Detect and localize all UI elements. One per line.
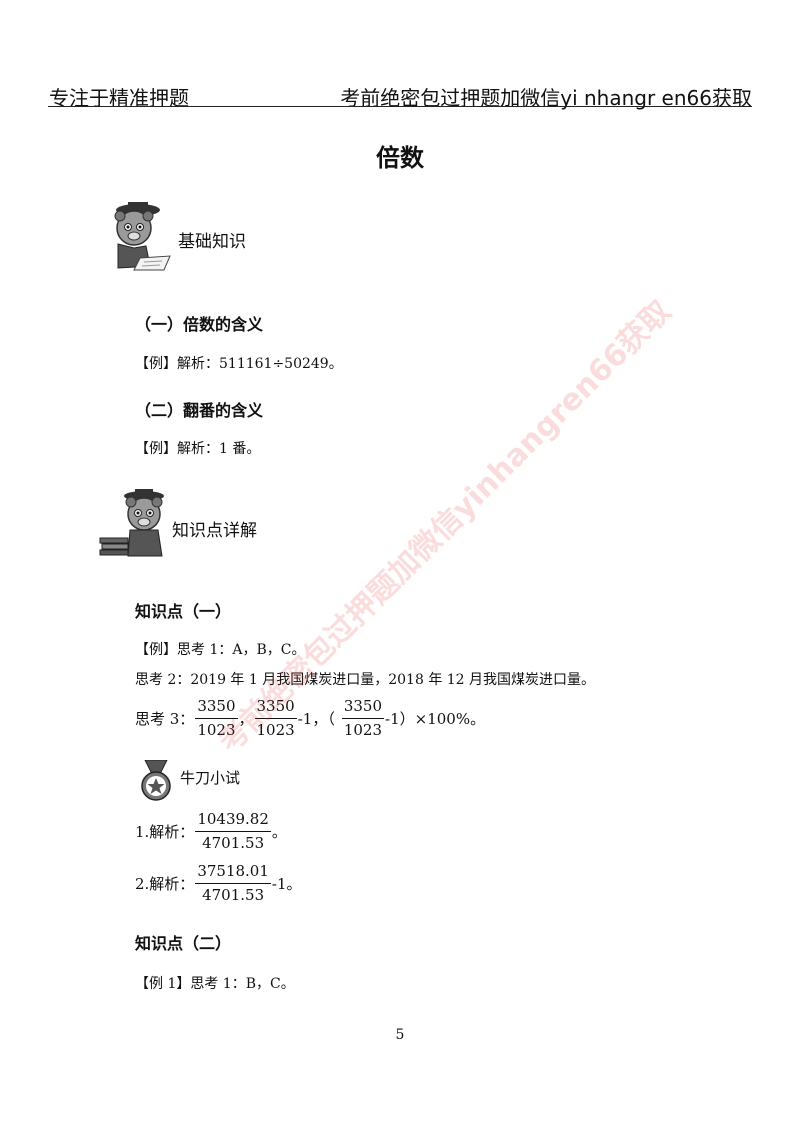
section-label-trial: 牛刀小试 (180, 769, 241, 787)
header-divider (48, 106, 752, 107)
fraction-denominator: 4701.53 (202, 833, 265, 852)
medal-icon (139, 760, 173, 802)
page-title: 倍数 (376, 143, 424, 172)
line-prefix: 思考 3： (135, 709, 195, 728)
cartoon-mascot-books-icon (98, 486, 170, 560)
subheading-multiple-meaning: （一）倍数的含义 (135, 315, 264, 334)
expression-text: 。 (271, 822, 287, 841)
fraction: 3350 1023 (341, 697, 385, 740)
expression-text: -1）×100%。 (385, 709, 486, 728)
trial-answer-2: 2.解析： 37518.01 4701.53 -1。 (135, 862, 302, 905)
knowledge-point-2-title: 知识点（二） (135, 934, 232, 953)
example-line: 【例 1】思考 1：B，C。 (135, 976, 295, 992)
fraction-numerator: 3350 (341, 697, 385, 719)
section-label-detail: 知识点详解 (172, 521, 257, 541)
fraction-denominator: 1023 (343, 720, 383, 739)
separator: ， (238, 709, 254, 728)
line-prefix: 1.解析： (135, 822, 195, 841)
page-number: 5 (395, 1027, 405, 1043)
fraction-denominator: 4701.53 (202, 885, 265, 904)
expression-text: -1，（ (297, 709, 335, 728)
cartoon-mascot-icon (104, 198, 172, 272)
fraction: 3350 1023 (195, 697, 238, 740)
fraction-numerator: 10439.82 (195, 810, 271, 832)
expression-text: -1。 (271, 874, 302, 893)
knowledge-point-1-title: 知识点（一） (135, 602, 232, 621)
fraction: 37518.01 4701.53 (195, 862, 271, 905)
fraction: 10439.82 4701.53 (195, 810, 271, 853)
example-line: 【例】思考 1：A，B，C。 (135, 642, 306, 658)
fraction-denominator: 1023 (256, 720, 295, 739)
line-prefix: 2.解析： (135, 874, 195, 893)
fraction-numerator: 3350 (254, 697, 297, 719)
fraction-numerator: 3350 (195, 697, 238, 719)
subheading-doubling-meaning: （二）翻番的含义 (135, 401, 264, 420)
example-line: 思考 2：2019 年 1 月我国煤炭进口量，2018 年 12 月我国煤炭进口… (135, 672, 596, 688)
example-line: 【例】解析：511161÷50249。 (135, 356, 343, 372)
fraction: 3350 1023 (254, 697, 297, 740)
fraction-denominator: 1023 (197, 720, 236, 739)
example-fraction-line: 思考 3： 3350 1023 ， 3350 1023 -1，（ 3350 10… (135, 697, 485, 740)
fraction-numerator: 37518.01 (195, 862, 271, 884)
example-line: 【例】解析：1 番。 (135, 441, 261, 457)
trial-answer-1: 1.解析： 10439.82 4701.53 。 (135, 810, 287, 853)
section-label-basic: 基础知识 (178, 232, 246, 252)
